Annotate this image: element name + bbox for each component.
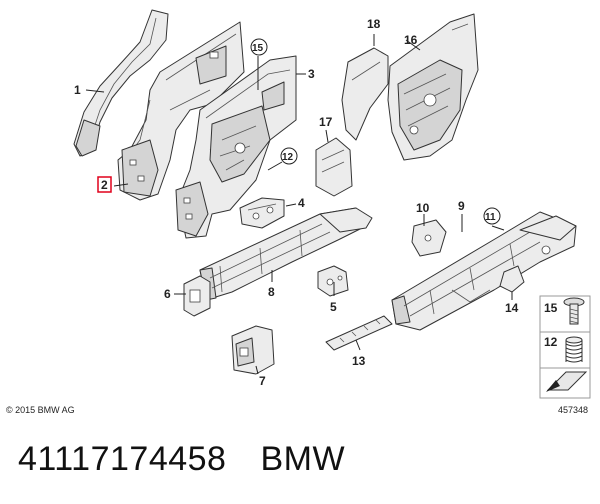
part-17-panel[interactable] — [315, 137, 353, 197]
copyright-text: © 2015 BMW AG — [6, 405, 75, 415]
parts-diagram: 1 2 3 4 5 6 7 8 9 10 11 12 13 14 15 16 1… — [73, 9, 591, 399]
callout-14: 14 — [505, 301, 519, 315]
callout-13: 13 — [352, 354, 366, 368]
footer-caption: 41117174458 BMW — [18, 440, 379, 479]
part-8-longitudinal-member[interactable] — [199, 207, 373, 301]
part-1-wheelhouse-rail[interactable] — [73, 9, 169, 157]
callout-9: 9 — [458, 199, 465, 213]
legend-label-12: 12 — [544, 335, 558, 349]
screw-icon — [563, 297, 585, 325]
callout-7: 7 — [259, 374, 266, 388]
part-18-shield[interactable] — [341, 47, 389, 141]
part-16-wheelhouse-assembly[interactable] — [387, 13, 479, 161]
callout-6: 6 — [164, 287, 171, 301]
brand-name: BMW — [260, 440, 346, 478]
callout-12: 12 — [282, 152, 294, 163]
part-4-bracket[interactable] — [239, 197, 285, 229]
part-7-front-section[interactable] — [231, 325, 275, 375]
callout-12-circle: 12 — [280, 147, 298, 165]
callout-labels: 1 2 3 4 5 6 7 8 9 10 11 12 13 14 15 16 1… — [74, 17, 519, 388]
part-5-mount[interactable] — [317, 265, 349, 297]
part-3-wheelhouse-outer[interactable] — [175, 55, 297, 239]
callout-15: 15 — [252, 43, 264, 54]
callout-17: 17 — [319, 115, 333, 129]
part-2-wheelhouse-inner[interactable] — [117, 21, 245, 201]
part-13-reinforcement[interactable] — [325, 315, 393, 351]
part-6-end-plate[interactable] — [183, 275, 211, 317]
legend-label-15: 15 — [544, 301, 558, 315]
callout-16: 16 — [404, 33, 418, 47]
callout-10: 10 — [416, 201, 430, 215]
callout-15-circle: 15 — [250, 38, 268, 56]
leader-lines — [85, 34, 513, 375]
callout-3: 3 — [308, 67, 315, 81]
fastener-legend: 15 12 — [539, 295, 591, 399]
callout-11-circle: 11 — [483, 207, 501, 225]
diagram-id: 457348 — [557, 405, 588, 415]
callout-4: 4 — [298, 196, 305, 210]
spring-clip-icon — [565, 336, 583, 363]
callout-5: 5 — [330, 300, 337, 314]
callout-2: 2 — [101, 178, 108, 192]
arrow-pointer-icon — [546, 371, 588, 392]
callout-11: 11 — [485, 212, 496, 223]
callout-1: 1 — [74, 83, 81, 97]
callout-18: 18 — [367, 17, 381, 31]
part-number: 41117174458 — [18, 440, 227, 478]
callout-8: 8 — [268, 285, 275, 299]
part-9-rear-frame[interactable] — [391, 211, 577, 331]
part-10-bracket[interactable] — [411, 219, 447, 257]
callout-2-highlight-box — [97, 176, 112, 193]
part-14-clip[interactable] — [499, 265, 525, 293]
